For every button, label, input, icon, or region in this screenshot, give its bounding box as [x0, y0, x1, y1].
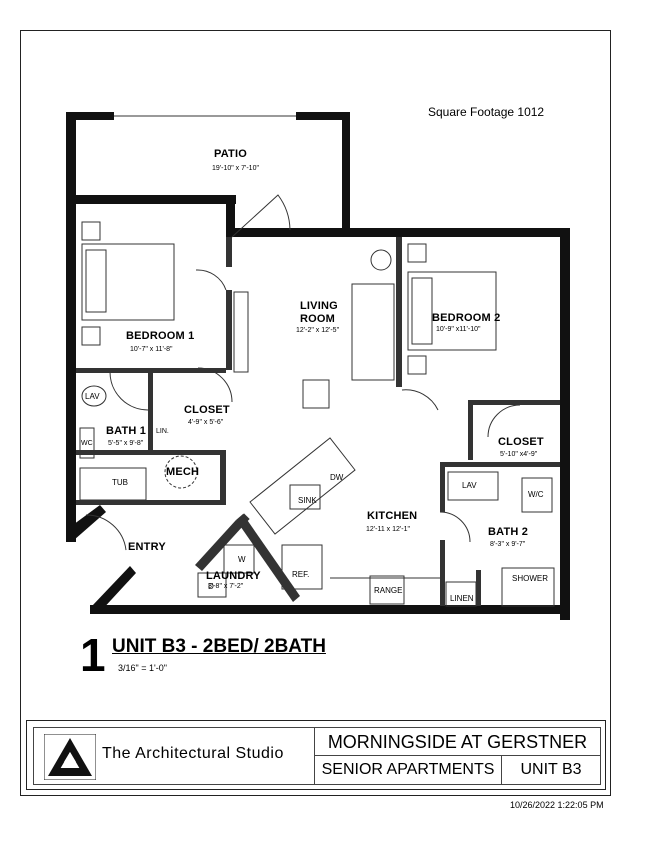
room-dims-kitchen: 12'-11 x 12'-1" [366, 526, 410, 533]
room-label-laundry: LAUNDRY [206, 570, 261, 582]
fixture-dryer: D [208, 582, 214, 591]
fixture-dishwasher: DW [330, 473, 344, 482]
fixture-linen-closet-2: LINEN [450, 594, 474, 603]
fixture-lav-1: LAV [85, 392, 100, 401]
fixture-linen-closet-1: LIN. [156, 428, 169, 435]
drawing-scale: 3/16" = 1'-0" [118, 663, 167, 673]
wall-bed1-right-upper [226, 195, 235, 237]
project-subtitle: SENIOR APARTMENTS [314, 756, 502, 784]
unit-number: 1 [80, 629, 106, 681]
room-label-living-line2: ROOM [300, 313, 336, 325]
wall-patio-top-right [296, 112, 350, 120]
project-name: MORNINGSIDE AT GERSTNER [314, 728, 600, 756]
fixture-range: RANGE [374, 586, 403, 595]
wall-bed1-top [66, 195, 236, 204]
fixture-sink: SINK [298, 496, 317, 505]
room-dims-bath-2: 8'-3" x 9'-7" [490, 541, 526, 548]
interior-walls [76, 237, 560, 606]
fixture-refrigerator: REF. [292, 570, 310, 579]
room-label-mech: MECH [166, 466, 200, 478]
wall-left [66, 112, 76, 542]
print-timestamp: 10/26/2022 1:22:05 PM [510, 800, 604, 810]
sheet-border [20, 30, 611, 796]
room-dims-bath-1: 5'-5" x 9'-8" [108, 440, 144, 447]
room-label-bath-1: BATH 1 [106, 425, 147, 437]
fixture-lav-2: LAV [462, 481, 477, 490]
fixture-shower: SHOWER [512, 574, 548, 583]
square-footage: Square Footage 1012 [428, 105, 545, 119]
room-label-entry: ENTRY [128, 541, 166, 553]
room-label-closet-2: CLOSET [498, 436, 544, 448]
wall-right [560, 228, 570, 620]
room-label-closet-1: CLOSET [184, 404, 230, 416]
title-block-inner: The Architectural Studio MORNINGSIDE AT … [33, 727, 601, 785]
wall-top-main [226, 228, 570, 237]
room-dims-patio: 19'-10" x 7'-10" [212, 165, 259, 172]
fixture-tub: TUB [112, 478, 128, 487]
room-dims-laundry: 3'-8" x 7'-2" [208, 583, 244, 590]
studio-logo-icon [44, 734, 96, 780]
title-block: The Architectural Studio MORNINGSIDE AT … [26, 720, 606, 790]
room-label-living-line1: LIVING [300, 300, 338, 312]
room-label-kitchen: KITCHEN [367, 510, 418, 522]
room-label-bedroom-2: BEDROOM 2 [432, 312, 501, 324]
wall-bottom-left [90, 605, 330, 614]
room-dims-living: 12'-2" x 12'-5" [296, 327, 340, 334]
fixture-wc-1: WC [81, 440, 93, 447]
room-label-patio: PATIO [214, 148, 247, 160]
room-dims-closet-2: 5'-10" x4'-9" [500, 451, 538, 458]
room-dims-bedroom-1: 10'-7" x 11'-8" [130, 346, 173, 353]
wall-entry-lower [92, 566, 136, 612]
room-dims-bedroom-2: 10'-9" x11'-10" [436, 326, 481, 333]
unit-title: UNIT B3 - 2BED/ 2BATH [112, 636, 326, 657]
exterior-walls [66, 112, 570, 620]
wall-bottom [330, 605, 570, 614]
wall-patio-right [342, 112, 350, 230]
fixtures [79, 115, 555, 607]
room-dims-closet-1: 4'-9" x 5'-6" [188, 419, 224, 426]
title-block-unit: UNIT B3 [520, 761, 582, 778]
room-label-bedroom-1: BEDROOM 1 [126, 330, 195, 342]
wall-patio-top-left [66, 112, 114, 120]
wall-entry-diagonal [66, 505, 106, 540]
fixture-washer: W [238, 555, 246, 564]
room-label-bath-2: BATH 2 [488, 526, 529, 538]
fixture-wc-2: W/C [528, 490, 544, 499]
studio-name: The Architectural Studio [102, 745, 284, 762]
